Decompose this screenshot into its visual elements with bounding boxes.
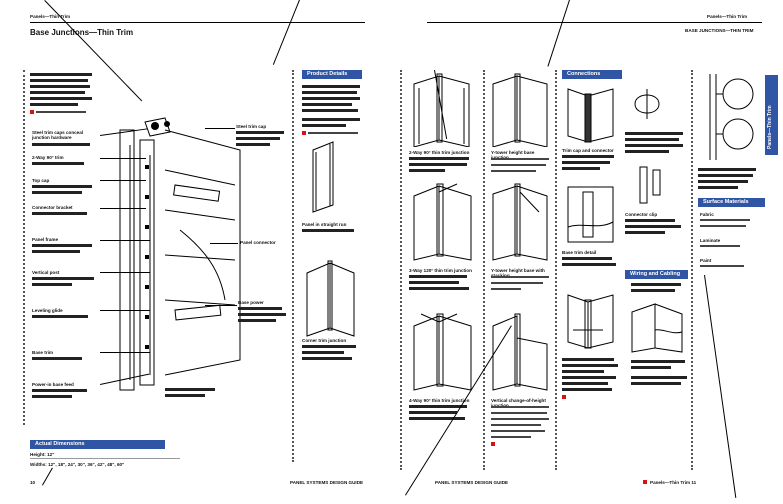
caption-ytower: Y-tower height base junction <box>491 150 535 160</box>
caption-3way: 3-Way 120° thin trim junction <box>409 268 472 273</box>
left-section-title: Base Junctions—Thin Trim <box>30 28 134 37</box>
left-page: Panels—Thin Trim Base Junctions—Thin Tri… <box>0 0 388 504</box>
connection-detail-2 <box>563 182 618 247</box>
note-marker <box>30 110 34 114</box>
right-callout-1: Steel trim cap <box>236 124 267 129</box>
wiring-drawing-2 <box>627 300 687 355</box>
callout-3: Top cap <box>32 178 50 183</box>
callout-9: Power-in base feed <box>32 382 74 387</box>
surface-item-fabric: Fabric <box>700 212 714 217</box>
right-header-sub: BASE JUNCTIONS—THIN TRIM <box>685 28 754 33</box>
caption-ytower-stacking: Y-tower height base with stacking <box>491 268 545 278</box>
trim-detail-drawing <box>700 72 760 162</box>
left-footer-text: PANEL SYSTEMS DESIGN GUIDE <box>290 480 364 485</box>
surface-item-laminate: Laminate <box>700 238 721 243</box>
callout-1: Steel trim caps conceal junction hardwar… <box>32 130 84 141</box>
wiring-drawing-1 <box>563 290 618 350</box>
right-footer-right: Panels—Thin Trim 11 <box>650 480 697 485</box>
left-sidebar-rule <box>292 70 296 462</box>
product-details-heading: Product Details <box>302 70 362 79</box>
left-page-number: 10 <box>30 480 36 485</box>
right-callout-2: Panel connector <box>240 240 276 245</box>
surface-materials-heading: Surface Materials <box>698 198 765 207</box>
callout-6: Vertical post <box>32 270 60 275</box>
ytower-drawing-1 <box>489 72 553 147</box>
caption-height-change: Vertical change-of-height junction <box>491 398 546 408</box>
ytower-drawing-2 <box>489 182 553 262</box>
callout-8: Base trim <box>32 350 53 355</box>
connection-detail-1 <box>563 84 618 144</box>
connection-caption-2: Base trim detail <box>562 250 597 255</box>
height-change-drawing <box>489 312 553 392</box>
sidebar-panel-drawing-2 <box>302 258 362 338</box>
right-header-rule <box>427 22 762 23</box>
junction-4way-drawing <box>409 312 479 392</box>
wiring-heading: Wiring and Cabling <box>625 270 688 279</box>
connection-caption-3: Connector clip <box>625 212 658 217</box>
surface-item-paint: Paint <box>700 258 712 263</box>
sidebar-caption-2: Corner trim junction <box>302 338 347 343</box>
exploded-panel-drawing <box>105 110 255 400</box>
right-page: Panels—Thin Trim BASE JUNCTIONS—THIN TRI… <box>395 0 783 504</box>
junction-3way-drawing <box>409 182 479 262</box>
left-header-rule <box>30 22 365 23</box>
right-header-small: Panels—Thin Trim <box>707 14 748 19</box>
callout-5: Panel frame <box>32 237 59 242</box>
left-header-small: Panels—Thin Trim <box>30 14 71 19</box>
callout-7: Leveling glide <box>32 308 63 313</box>
callout-4: Connector bracket <box>32 205 73 210</box>
section-side-tab[interactable]: Panels—Thin Trim <box>765 75 778 155</box>
caption-4way: 4-Way 90° thin trim junction <box>409 398 470 403</box>
callout-2: 2-Way 90° trim <box>32 155 64 160</box>
side-tab-label: Panels—Thin Trim <box>767 105 773 149</box>
junction-2way-drawing <box>409 72 479 147</box>
sidebar-panel-drawing-1 <box>308 140 348 215</box>
right-footer-left: PANEL SYSTEMS DESIGN GUIDE <box>435 480 509 485</box>
connection-clip-drawing <box>635 165 665 205</box>
sidebar-caption-1: Panel in straight run <box>302 222 347 227</box>
right-callout-3: Base power <box>238 300 264 305</box>
caption-2way: 2-Way 90° thin trim junction <box>409 150 470 155</box>
actual-dimensions-heading: Actual Dimensions <box>30 440 165 449</box>
connection-caption-1: Trim cap and connector <box>562 148 614 153</box>
left-column-rule <box>23 70 27 425</box>
connections-heading: Connections <box>562 70 622 79</box>
connection-side-1 <box>627 84 667 129</box>
dimension-height: Height: 12" <box>30 452 55 457</box>
dimension-widths: Widths: 12", 18", 24", 30", 36", 42", 48… <box>30 462 125 467</box>
